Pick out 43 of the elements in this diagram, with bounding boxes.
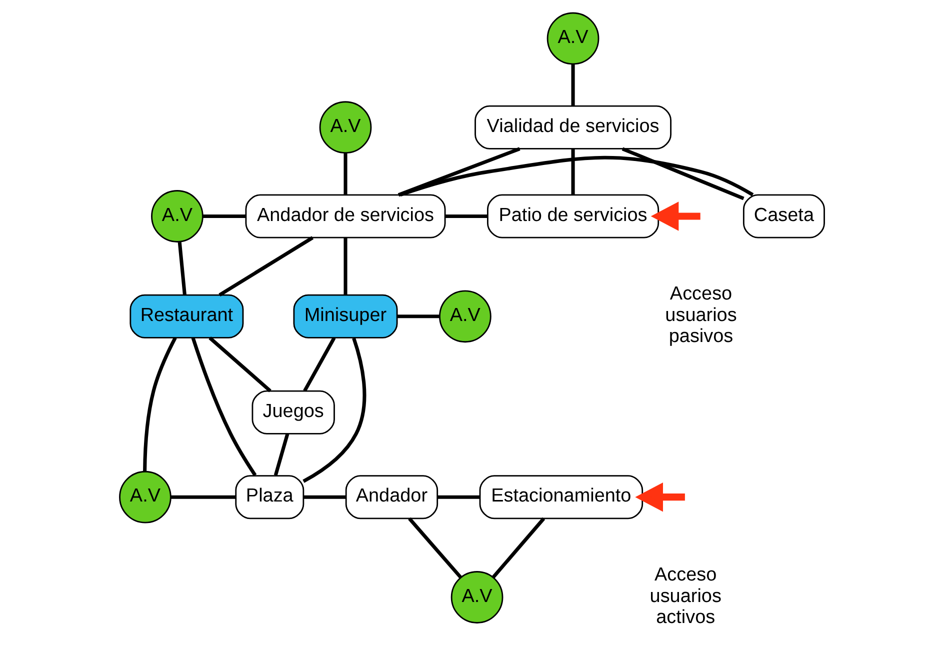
label: Acceso usuarios activos [650, 564, 722, 628]
connector [571, 149, 575, 195]
connector [445, 214, 488, 218]
connector [622, 147, 744, 200]
connector [400, 156, 754, 197]
node-box: Andador [345, 475, 438, 520]
connector [178, 242, 186, 295]
node-box: Caseta [742, 194, 825, 238]
node-circle: A.V [450, 571, 504, 624]
node-box: Estacionamiento [479, 475, 644, 520]
connector [218, 236, 314, 296]
connector [398, 147, 520, 197]
node-box: Restaurant [130, 294, 244, 338]
node-box: Vialidad de servicios [474, 105, 672, 150]
connector [170, 495, 236, 499]
node-box: Juegos [252, 390, 335, 434]
node-circle: A.V [119, 470, 172, 524]
connector [202, 214, 246, 218]
connector [208, 336, 272, 392]
node-circle: A.V [151, 190, 204, 242]
connector [344, 153, 348, 195]
node-circle: A.V [439, 290, 492, 343]
arrow [635, 482, 685, 512]
connector [303, 337, 336, 392]
node-circle: A.V [546, 12, 600, 65]
connector [302, 338, 366, 483]
node-box: Minisuper [293, 294, 398, 338]
arrow [650, 202, 700, 231]
connector [492, 517, 546, 578]
connector [191, 337, 257, 476]
connector [437, 495, 480, 499]
node-circle: A.V [319, 101, 372, 154]
node-box: Plaza [235, 475, 304, 520]
connector [304, 495, 346, 499]
connector [143, 336, 177, 472]
connector [571, 64, 575, 106]
connector [408, 517, 462, 579]
connector [344, 238, 348, 295]
label: Acceso usuarios pasivos [665, 284, 737, 348]
node-box: Patio de servicios [487, 194, 660, 238]
connector [397, 314, 440, 318]
connector [274, 433, 290, 476]
node-box: Andador de servicios [245, 194, 446, 238]
